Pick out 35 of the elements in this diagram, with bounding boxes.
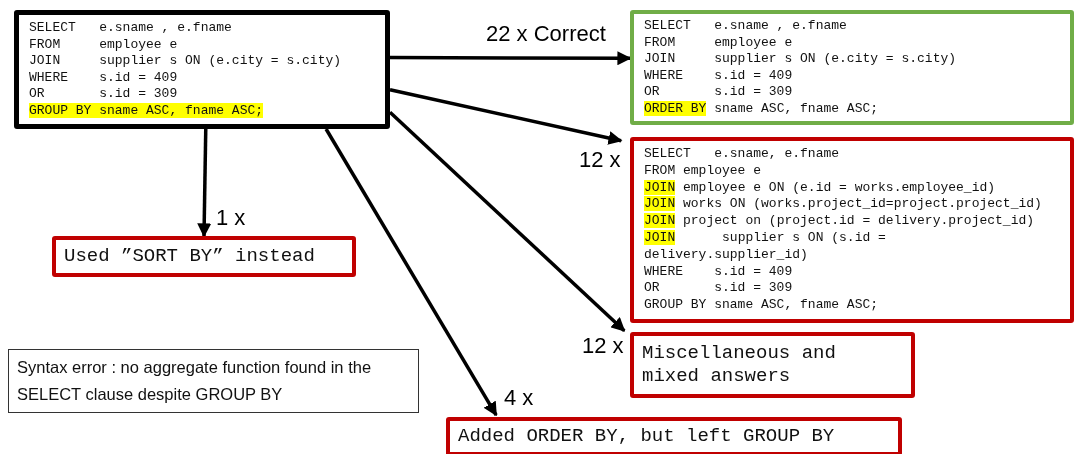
note-text: Syntax error : no aggregate function found in the SELECT clause despite GROUP BY [17, 357, 373, 405]
answer-text: Used ”SORT BY” instead [64, 245, 316, 268]
code-line: SELECT e.sname, e.fname [644, 146, 841, 163]
arrow [197, 128, 212, 238]
code-line: FROM employee e [29, 36, 179, 53]
code-line: JOIN supplier s ON (e.city = s.city) [29, 53, 343, 70]
code-line: OR s.id = 309 [29, 86, 179, 103]
code-line: JOIN supplier s ON (s.id = delivery.supplier_id) [644, 230, 887, 264]
code-line: FROM employee e [644, 162, 763, 180]
code-line: GROUP BY sname ASC, fname ASC; [644, 297, 880, 314]
answer-text: Miscellaneous and mixed answers [642, 342, 837, 388]
code-line: WHERE s.id = 409 [29, 69, 179, 86]
code-line: ORDER BY sname ASC, fname ASC; [644, 100, 880, 117]
code-line: FROM employee e [644, 34, 794, 51]
arrow [389, 88, 623, 145]
arrow [390, 51, 632, 66]
arrow [324, 128, 498, 417]
code-line: JOIN employee e ON (e.id = works.employee_id) [644, 179, 997, 197]
code-line: WHERE s.id = 409 [644, 263, 794, 281]
code-line: OR s.id = 309 [644, 280, 794, 298]
answer-box [446, 417, 902, 454]
answer-box [630, 332, 915, 398]
code-line: JOIN project on (project.id = delivery.project_id) [644, 213, 1036, 230]
code-line: JOIN works ON (works.project_id=project.project_id) [644, 196, 1043, 214]
answer-box [52, 236, 356, 277]
answer-box [630, 10, 1074, 125]
answer-text: Added ORDER BY, but left GROUP BY [458, 425, 836, 448]
code-line: JOIN supplier s ON (e.city = s.city) [644, 51, 958, 68]
code-line: SELECT e.sname , e.fname [644, 18, 848, 35]
note-box [8, 349, 419, 413]
answer-box [630, 137, 1074, 323]
code-line: OR s.id = 309 [644, 84, 794, 101]
code-line: SELECT e.sname , e.fname [29, 20, 233, 37]
code-line: WHERE s.id = 409 [644, 67, 794, 84]
query-box [14, 10, 390, 129]
